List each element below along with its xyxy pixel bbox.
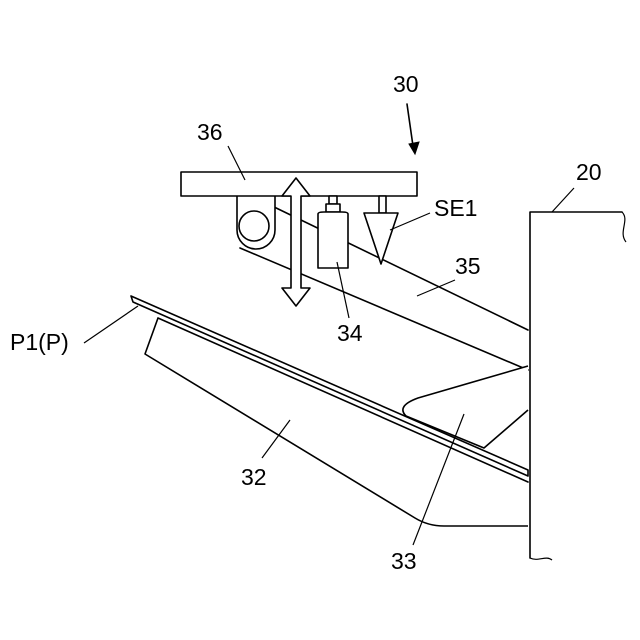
cylinder-34 (318, 196, 348, 268)
double-arrow (282, 178, 310, 306)
label-30: 30 (393, 71, 419, 97)
label-35: 35 (455, 253, 481, 279)
label-34: 34 (337, 320, 363, 346)
assembly-arrow-30 (407, 104, 419, 154)
label-p1p: P1(P) (10, 329, 69, 355)
label-se1: SE1 (434, 195, 477, 221)
label-36: 36 (197, 119, 223, 145)
label-20: 20 (576, 159, 602, 185)
label-32: 32 (241, 464, 267, 490)
pivot-roller (237, 194, 275, 249)
wall-20 (530, 212, 626, 560)
label-33: 33 (391, 548, 417, 574)
